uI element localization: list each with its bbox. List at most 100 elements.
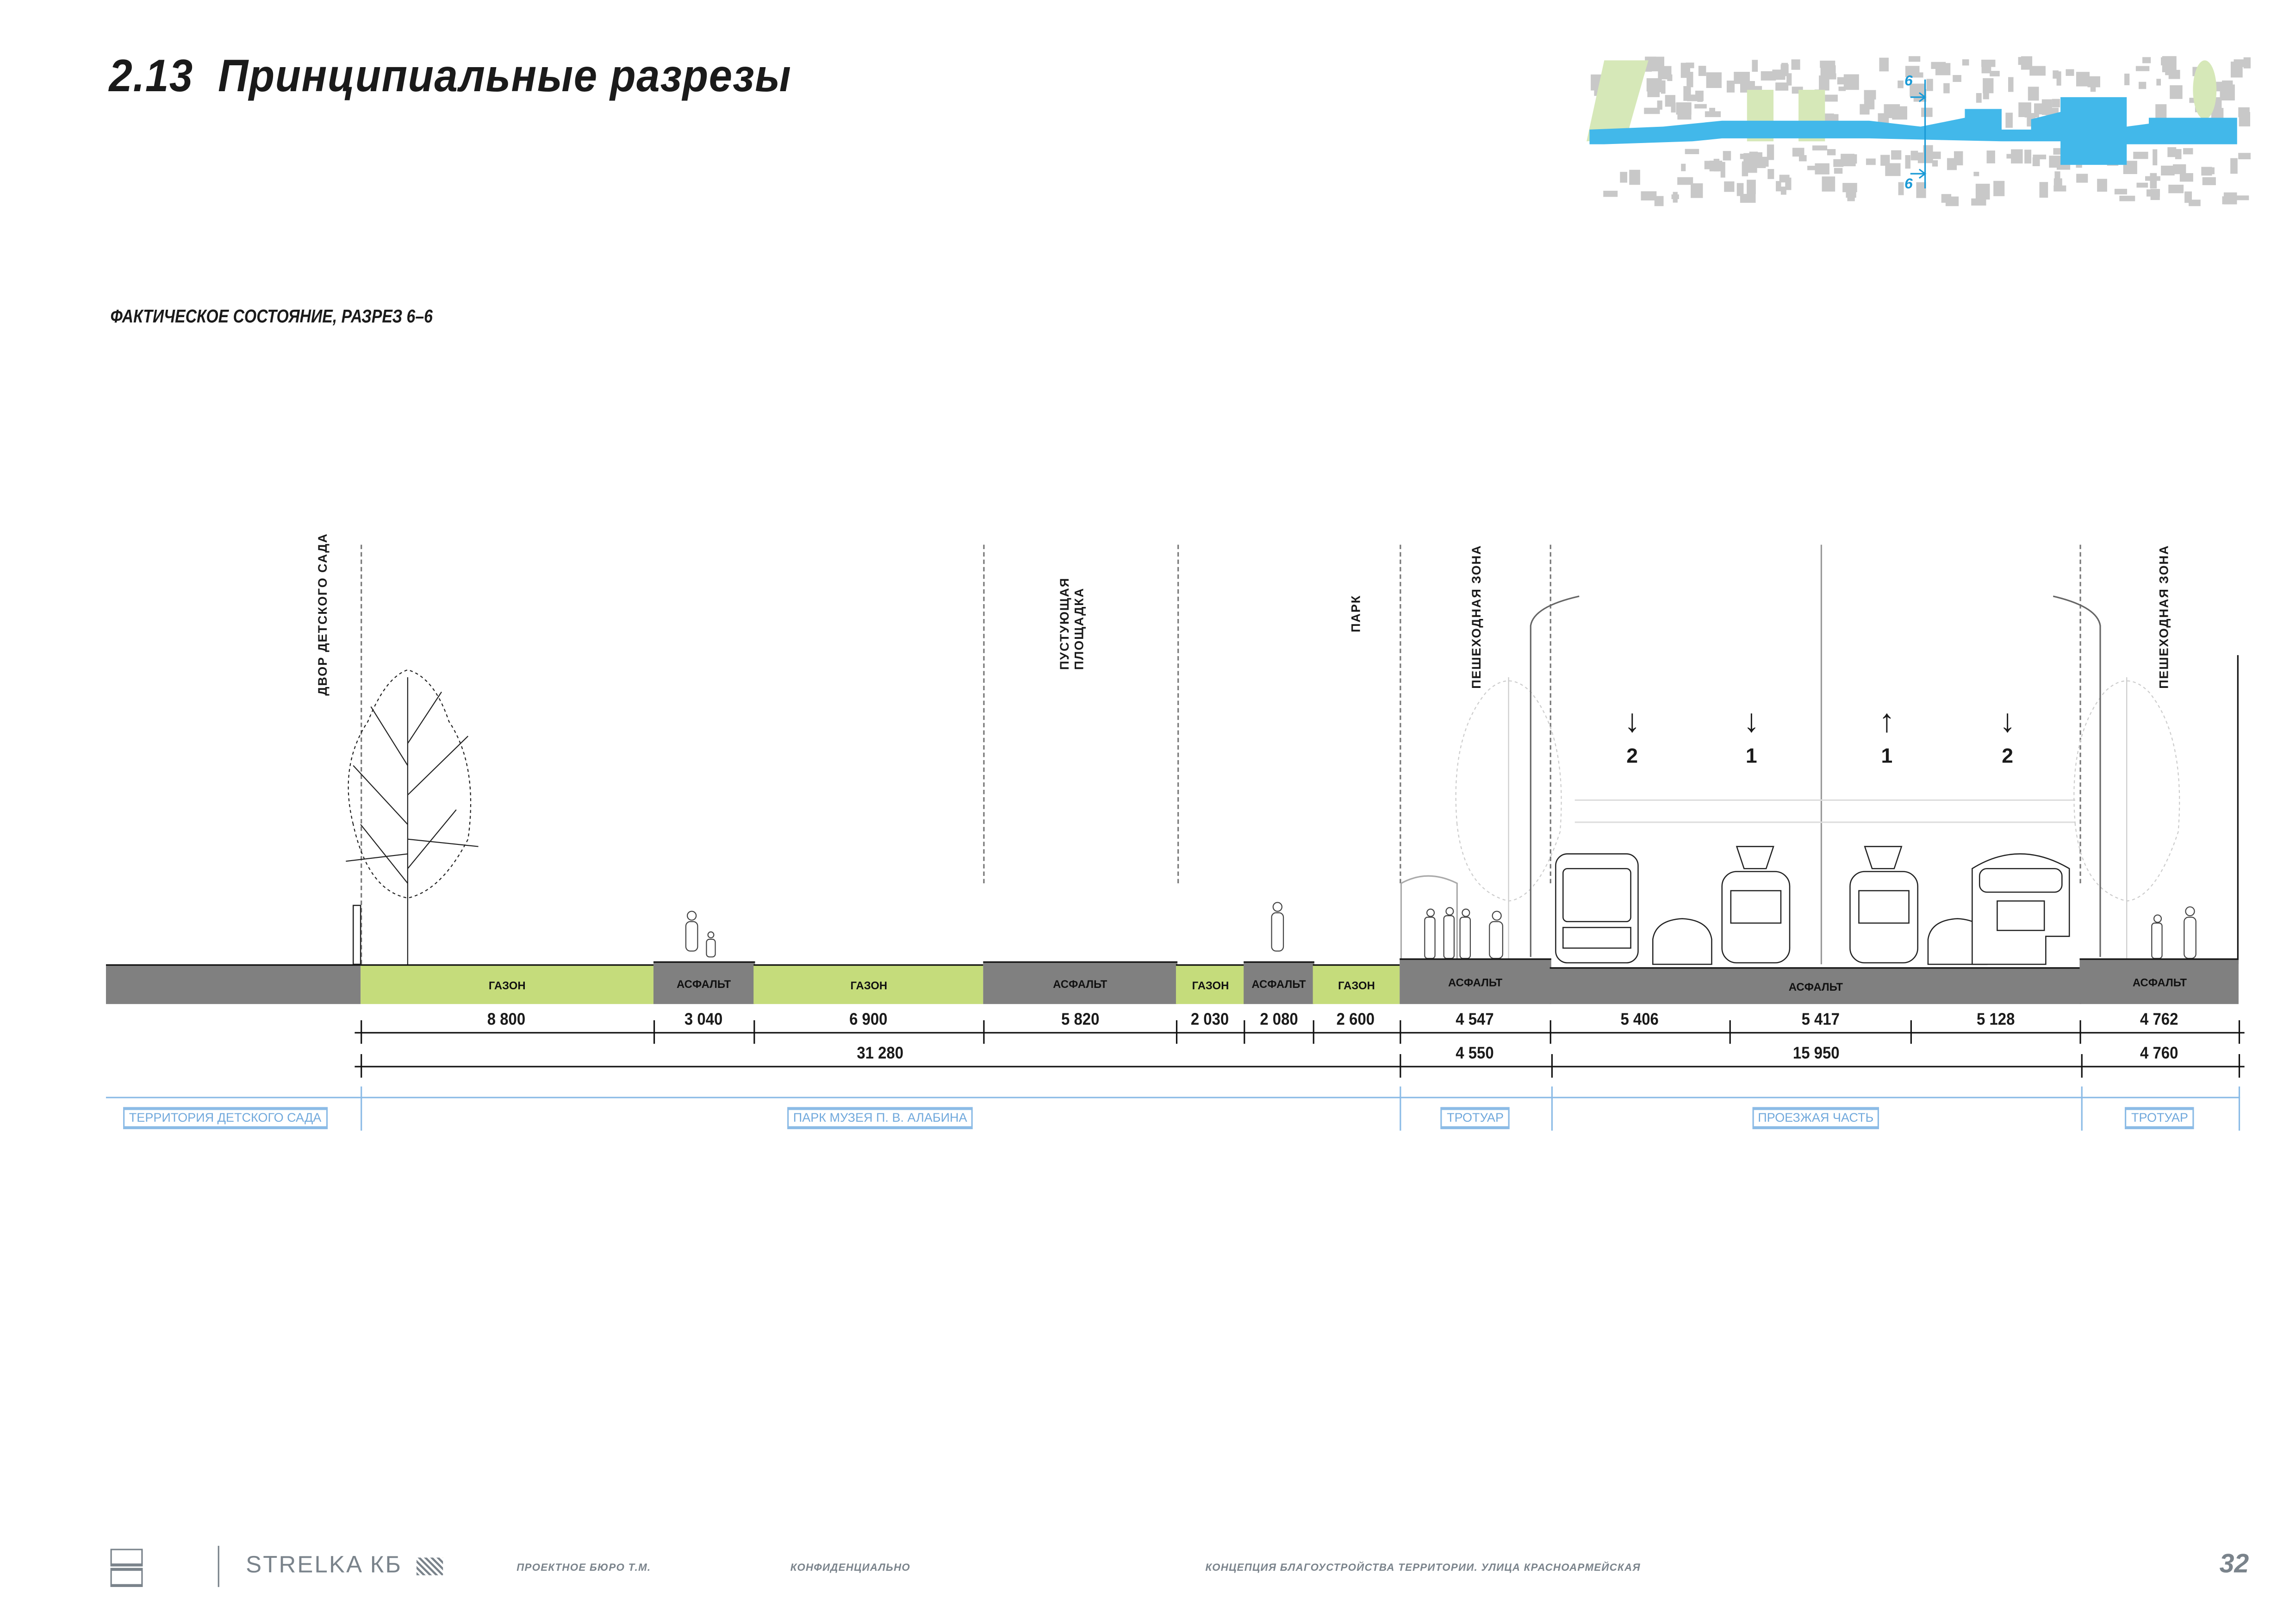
map-building xyxy=(2220,84,2235,100)
map-building xyxy=(1671,102,1676,113)
dimension-tick xyxy=(2239,1054,2240,1078)
map-building xyxy=(1647,81,1660,97)
dimension-tick xyxy=(1550,1020,1552,1044)
map-building xyxy=(2135,66,2150,71)
dimension-tick xyxy=(1176,1020,1178,1044)
map-building xyxy=(2090,86,2096,92)
page-number: 32 xyxy=(2219,1549,2249,1579)
map-building xyxy=(1680,62,1690,78)
dimension-line xyxy=(355,1066,2245,1068)
page-title: 2.13 Принципиальные разрезы xyxy=(109,50,792,102)
footer-bureau: ПРОЕКТНОЕ БЮРО Т.М. xyxy=(516,1563,651,1574)
ground-segment-grass: ГАЗОН xyxy=(1176,964,1245,1004)
map-building xyxy=(2172,164,2186,175)
bus-icon xyxy=(1555,853,1639,964)
trolleybus-icon xyxy=(1972,853,2070,965)
map-building xyxy=(1990,71,2000,76)
map-building xyxy=(1807,166,1823,170)
tram-icon xyxy=(1721,846,1918,964)
map-building xyxy=(1644,107,1660,114)
map-building xyxy=(2005,112,2013,128)
dimension-value: 6 900 xyxy=(849,1011,888,1029)
map-building xyxy=(1975,183,1990,200)
zone-line xyxy=(106,1097,2240,1099)
building-wall xyxy=(2237,655,2239,964)
map-building xyxy=(2124,74,2130,86)
map-building xyxy=(1834,168,1843,174)
dimension-value: 4 760 xyxy=(2140,1045,2179,1063)
dimension-tick xyxy=(2238,1020,2240,1044)
dom-rf-logo xyxy=(109,1547,144,1587)
map-building xyxy=(1629,169,1640,185)
map-building xyxy=(1842,183,1857,193)
dimension-value: 4 550 xyxy=(1456,1045,1494,1063)
boundary-line xyxy=(983,544,985,884)
dimension-tick xyxy=(653,1020,654,1044)
map-building xyxy=(1691,183,1703,198)
map-building xyxy=(1822,176,1836,192)
strelka-logo-pattern-icon xyxy=(416,1557,443,1575)
arrow-down-icon: ↓ xyxy=(1743,702,1760,739)
ground-segment-asphalt: АСФАЛЬТ xyxy=(2080,958,2240,1004)
ground-segment-grass: ГАЗОН xyxy=(753,964,984,1004)
map-building xyxy=(1947,158,1957,170)
map-building xyxy=(2156,79,2161,86)
lane-number: 1 xyxy=(1745,743,1757,767)
map-building xyxy=(1841,159,1856,167)
fence-post xyxy=(352,905,361,965)
kiosk-outline xyxy=(1400,875,1458,964)
dimension-value: 4 547 xyxy=(1456,1011,1494,1029)
dimension-tick xyxy=(361,1054,362,1078)
map-building xyxy=(2239,112,2250,127)
map-building xyxy=(1747,180,1756,194)
map-building xyxy=(2006,154,2020,159)
map-building xyxy=(1779,175,1790,183)
lane-marker: ↓2 xyxy=(1624,700,1640,767)
map-building xyxy=(2032,157,2040,167)
map-building xyxy=(1620,172,1627,183)
map-building xyxy=(1706,72,1722,88)
map-building xyxy=(1943,83,1950,94)
dimension-tick xyxy=(983,1020,985,1044)
section-illustrations xyxy=(346,595,2196,965)
dimension-value: 5 128 xyxy=(1976,1011,2015,1029)
map-building xyxy=(2056,71,2061,86)
map-building xyxy=(1775,82,1789,91)
map-building xyxy=(1976,93,1982,103)
lane-number: 2 xyxy=(1626,743,1638,767)
dimension-tick xyxy=(1730,1020,1732,1044)
map-buildings xyxy=(1591,56,2251,214)
dimension-tick xyxy=(1550,1054,1553,1078)
key-map-drawing xyxy=(1587,56,2251,214)
map-building xyxy=(1767,169,1774,179)
dimension-tick xyxy=(2080,1020,2082,1044)
map-building xyxy=(1736,183,1744,196)
key-map: 6 6 xyxy=(1575,53,2255,214)
map-building xyxy=(2161,57,2175,66)
map-building xyxy=(1838,86,1846,91)
map-building xyxy=(2087,76,2100,87)
map-building xyxy=(1761,71,1776,81)
lane-marker: ↓1 xyxy=(1743,700,1760,767)
map-building xyxy=(1843,74,1859,90)
map-building xyxy=(1827,149,1836,156)
dimension-tick xyxy=(1400,1054,1401,1078)
map-building xyxy=(1971,198,1986,206)
map-building xyxy=(1726,81,1735,93)
map-building xyxy=(1891,150,1902,160)
map-building xyxy=(1864,94,1875,110)
map-building xyxy=(2021,56,2033,70)
street-lamp-icon xyxy=(1530,595,2101,957)
map-building xyxy=(1983,78,1994,94)
map-building xyxy=(1723,151,1731,161)
map-building xyxy=(2142,57,2151,63)
car-icon xyxy=(1652,918,1988,965)
map-building xyxy=(2054,171,2060,181)
dimension-value: 31 280 xyxy=(857,1045,904,1063)
map-building xyxy=(1685,149,1699,154)
map-building xyxy=(1833,159,1844,167)
dimension-value: 3 040 xyxy=(684,1011,723,1029)
zone-tick xyxy=(361,1086,362,1131)
map-building xyxy=(1953,75,1961,82)
map-building xyxy=(1798,155,1807,162)
